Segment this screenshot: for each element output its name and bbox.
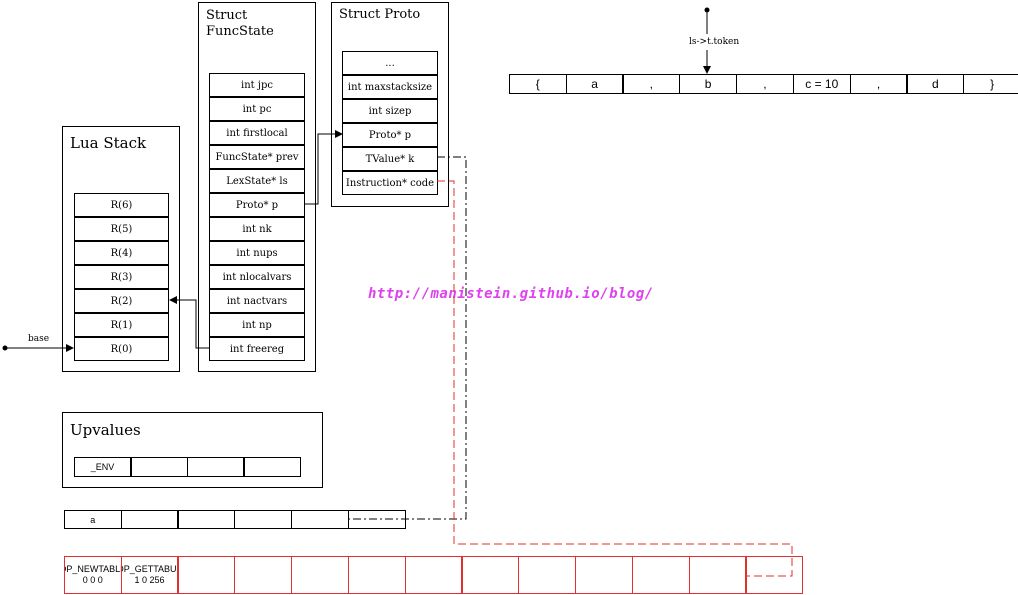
- instruction-cell: [291, 556, 349, 594]
- token-cell: }: [963, 74, 1018, 94]
- proto-field: Instruction* code: [342, 171, 438, 195]
- k-link: [348, 156, 467, 520]
- watermark-url: http://manistein.github.io/blog/: [368, 286, 654, 302]
- instruction-cell: [177, 556, 236, 594]
- register-cell: R(0): [74, 337, 169, 361]
- token-cell: ,: [849, 74, 908, 94]
- register-cell: R(2): [74, 289, 169, 313]
- base-label: base: [28, 334, 50, 344]
- instruction-cell: [632, 556, 690, 594]
- instruction-cell: [575, 556, 633, 594]
- constant-cell: a: [64, 510, 122, 529]
- constant-cell: [291, 510, 349, 529]
- instruction-cell: OP_NEWTABLE 0 0 0: [64, 556, 122, 594]
- funcstate-field: Proto* p: [209, 193, 305, 217]
- constant-cell: [177, 510, 236, 529]
- instruction-cell: [518, 556, 576, 594]
- funcstate-title: Struct FuncState: [206, 8, 274, 39]
- constant-cell: [348, 510, 406, 529]
- register-cell: R(3): [74, 265, 169, 289]
- base-dot: [2, 345, 8, 351]
- funcstate-field: int firstlocal: [209, 121, 305, 145]
- instruction-cell: [461, 556, 520, 594]
- instruction-cell: [404, 556, 463, 594]
- proto-title: Struct Proto: [339, 7, 421, 22]
- register-cell: R(6): [74, 193, 169, 217]
- upvalue-cell: [130, 457, 188, 477]
- upvalue-cell: [187, 457, 244, 477]
- funcstate-field: FuncState* prev: [209, 145, 305, 169]
- funcstate-field: int freereg: [209, 337, 305, 361]
- register-cell: R(5): [74, 217, 169, 241]
- proto-field: Proto* p: [342, 123, 438, 147]
- proto-field: int maxstacksize: [342, 75, 438, 99]
- token-cell: ,: [622, 74, 681, 94]
- constant-cell: [120, 510, 179, 529]
- instruction-cell: [348, 556, 406, 594]
- token-cell: ,: [736, 74, 794, 94]
- token-cell: a: [565, 74, 624, 94]
- token-dot: [704, 7, 710, 13]
- proto-field: ...: [342, 51, 438, 75]
- token-cell: d: [906, 74, 965, 94]
- instruction-cell: OP_GETTABUP 1 0 256: [120, 556, 179, 594]
- funcstate-field: int pc: [209, 97, 305, 121]
- funcstate-field: int nlocalvars: [209, 265, 305, 289]
- instruction-cell: [688, 556, 747, 594]
- funcstate-field: int nactvars: [209, 289, 305, 313]
- token-pointer-label: ls->t.token: [689, 37, 740, 47]
- instruction-cell: [745, 556, 804, 594]
- funcstate-field: int np: [209, 313, 305, 337]
- instruction-cell: [234, 556, 292, 594]
- funcstate-field: int nk: [209, 217, 305, 241]
- token-cell: b: [679, 74, 737, 94]
- proto-field: int sizep: [342, 99, 438, 123]
- register-cell: R(4): [74, 241, 169, 265]
- code-link: [437, 180, 793, 577]
- funcstate-field: int nups: [209, 241, 305, 265]
- funcstate-field: int jpc: [209, 73, 305, 97]
- register-cell: R(1): [74, 313, 169, 337]
- token-cell: c = 10: [793, 74, 851, 94]
- constant-cell: [234, 510, 292, 529]
- token-cell: {: [509, 74, 567, 94]
- lua-stack-title: Lua Stack: [70, 134, 147, 152]
- upvalue-cell: _ENV: [74, 457, 131, 477]
- funcstate-field: LexState* ls: [209, 169, 305, 193]
- proto-field: TValue* k: [342, 147, 438, 171]
- upvalue-cell: [243, 457, 301, 477]
- upvalues-title: Upvalues: [70, 421, 141, 439]
